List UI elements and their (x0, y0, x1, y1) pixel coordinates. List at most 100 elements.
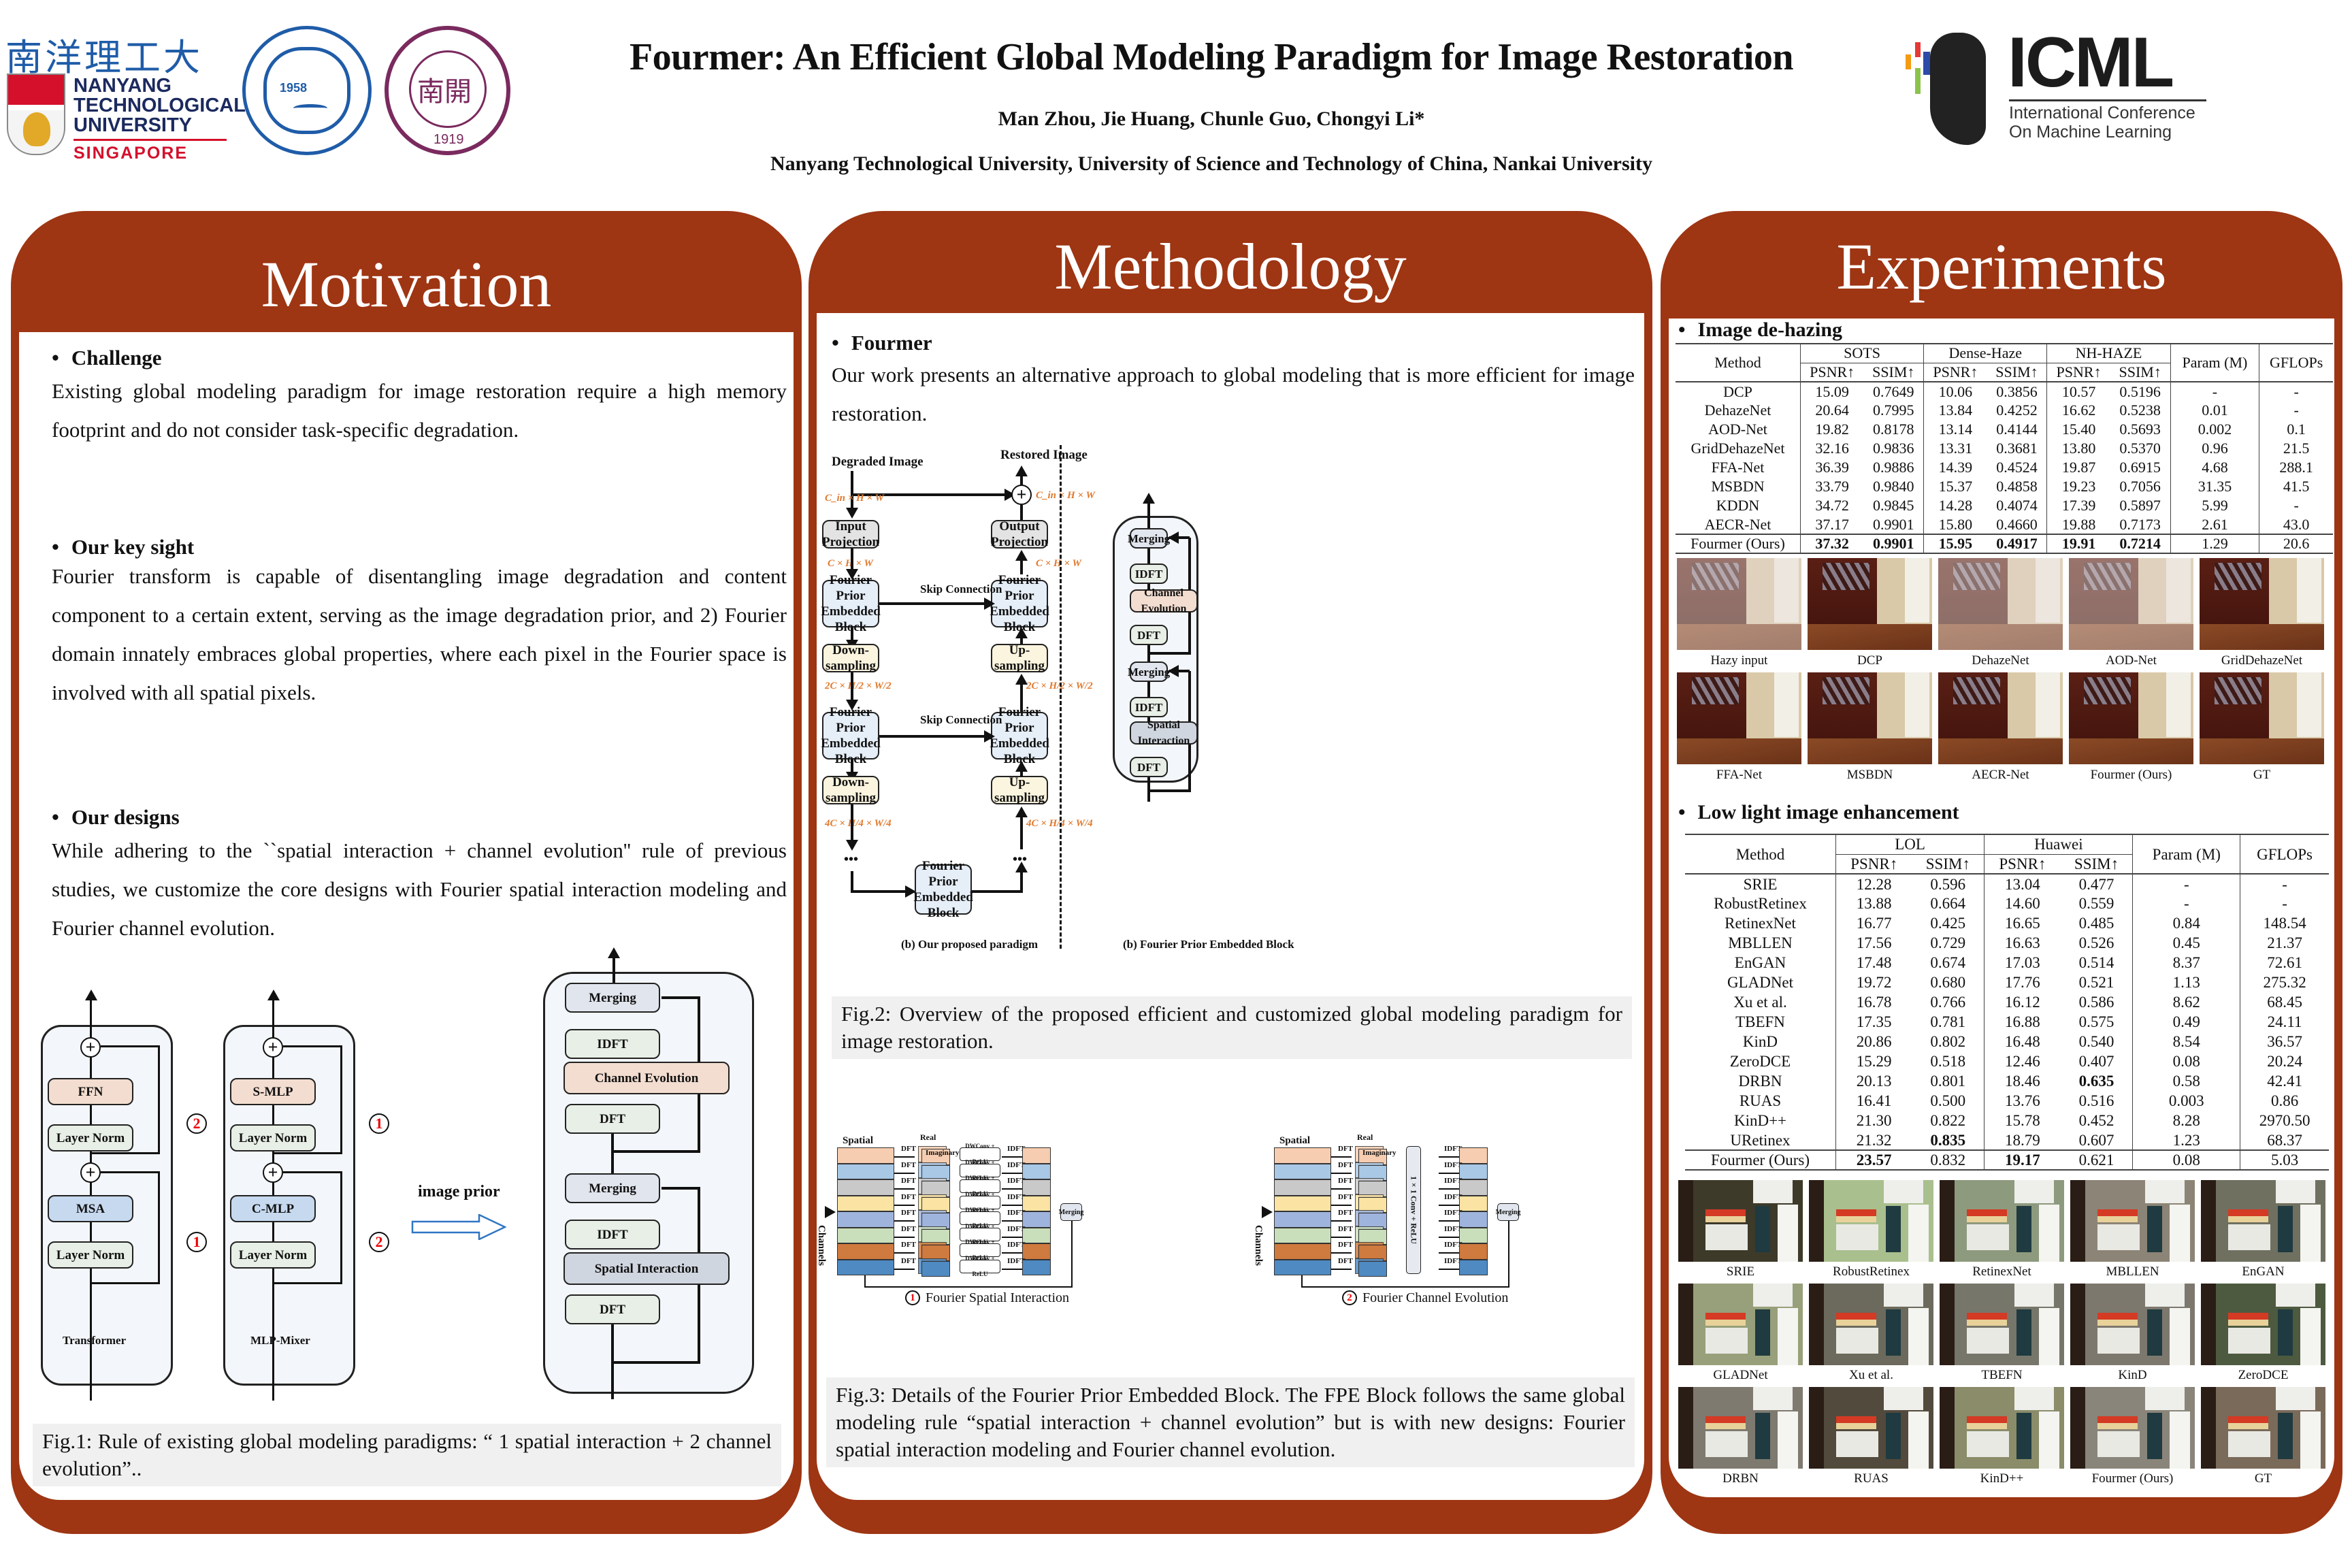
value-cell: 8.62 (2132, 992, 2240, 1012)
value-cell: 5.03 (2240, 1150, 2329, 1170)
arrow-left-icon (1168, 665, 1179, 677)
channel-evolution-block: Channel Evolution (1130, 587, 1198, 615)
column-header: SSIM↑ (1925, 855, 1970, 872)
column-header: SSIM↑ (1872, 363, 1915, 380)
output-strip (1459, 1211, 1488, 1228)
image-label: AECR-Net (1972, 768, 2029, 782)
arrow-right-icon (1331, 1188, 1352, 1190)
value-cell: 19.91 (2046, 534, 2110, 553)
image-label: Xu et al. (1849, 1368, 1893, 1382)
motivation-body: •Challenge Existing global modeling para… (19, 332, 794, 1500)
image-label: GT (2253, 768, 2271, 782)
value-cell: 21.5 (2259, 439, 2333, 458)
value-cell: 16.78 (1835, 992, 1912, 1012)
spatial-label: Spatial (1279, 1135, 1311, 1146)
arrow-right-icon (1331, 1268, 1352, 1270)
output-strip (1459, 1195, 1488, 1211)
value-cell: 10.57 (2046, 382, 2110, 401)
method-cell: MBLLEN (1728, 934, 1793, 951)
image-label: Fourmer (Ours) (2090, 768, 2172, 782)
layernorm-block: Layer Norm (230, 1241, 316, 1269)
fourmer-text: Our work presents an alternative approac… (832, 363, 1635, 425)
spatial-interaction-block: Spatial Interaction (564, 1252, 730, 1285)
idft-label: IDFT (1444, 1192, 1463, 1201)
restored-image-label: Restored Image (1000, 448, 1088, 462)
value-cell: 16.88 (1984, 1012, 2061, 1032)
step-number-badge: 2 (369, 1232, 389, 1252)
value-cell: 0.08 (2132, 1051, 2240, 1071)
image-label: MSBDN (1846, 768, 1893, 782)
value-cell: 5.99 (2170, 496, 2259, 515)
divider (1060, 445, 1062, 949)
value-cell: 1.23 (2132, 1130, 2240, 1150)
image-label: Fourmer (Ours) (2091, 1471, 2174, 1486)
value-cell: 0.01 (2170, 401, 2259, 420)
value-cell: 0.58 (2132, 1071, 2240, 1091)
image-label: GLADNet (1713, 1368, 1768, 1382)
s-mlp-block: S-MLP (230, 1078, 316, 1105)
channels-label: Channels (816, 1225, 827, 1267)
result-image (1940, 1387, 2064, 1469)
value-cell: 0.514 (2078, 954, 2114, 971)
column-header: Method (1714, 354, 1761, 371)
arrow-right-icon (1439, 1204, 1459, 1206)
value-cell: 8.54 (2132, 1032, 2240, 1051)
image-label: DCP (1857, 653, 1882, 668)
icml-name: ICML (2008, 23, 2174, 102)
value-cell: 21.37 (2240, 933, 2329, 953)
value-cell: 0.4252 (1996, 402, 2038, 419)
column-header: PSNR↑ (1984, 854, 2061, 874)
nankai-center: 南開 (417, 76, 472, 108)
value-cell: 18.79 (1984, 1130, 2061, 1150)
output-strip (1022, 1259, 1051, 1275)
value-cell: 0.680 (1930, 974, 1966, 991)
output-projection-block: Output Projection (990, 519, 1049, 549)
value-cell: 0.485 (2078, 915, 2114, 932)
ntu-logo: 南洋理工大學 NANYANG TECHNOLOGICAL UNIVERSITY … (5, 27, 246, 163)
method-cell: KinD++ (1733, 1112, 1787, 1129)
result-image (2200, 672, 2324, 764)
idft-label: IDFT (1444, 1209, 1463, 1217)
dft-label: DFT (901, 1192, 916, 1201)
column-header: PSNR↑ (1799, 363, 1864, 382)
key-sight-heading: •Our key sight (52, 535, 195, 559)
result-image (2070, 1387, 2195, 1469)
group-header: NH-HAZE (2046, 344, 2171, 363)
arrow-up-icon (1015, 674, 1028, 685)
result-image (2070, 1180, 2195, 1262)
arrow-right-icon (984, 730, 995, 742)
value-cell: 19.72 (1835, 973, 1912, 992)
skip-connection-label: Skip Connection (920, 583, 1002, 595)
image-label: DRBN (1722, 1471, 1759, 1486)
fourmer-heading: •Fourmer (832, 331, 932, 355)
value-cell: 17.35 (1835, 1012, 1912, 1032)
channel-strip (837, 1259, 894, 1275)
value-cell: 0.9886 (1873, 459, 1914, 476)
value-cell: 1.29 (2170, 534, 2259, 553)
lowlight-table: Method LOL Huawei Param (M) GFLOPs PSNR↑… (1685, 834, 2329, 1171)
value-cell: 288.1 (2259, 458, 2333, 477)
channel-strip (837, 1195, 894, 1211)
mlp-mixer-label: MLP-Mixer (250, 1334, 310, 1347)
value-cell: 32.16 (1799, 439, 1864, 458)
value-cell: 0.635 (2078, 1073, 2114, 1090)
value-cell: 0.822 (1930, 1112, 1966, 1129)
column-header: GFLOPs (2240, 834, 2329, 874)
image-label: FFA-Net (1716, 768, 1763, 782)
method-cell: SRIE (1743, 875, 1778, 893)
challenge-heading: •Challenge (52, 346, 162, 370)
arrow-right-icon (894, 1172, 915, 1174)
value-cell: 15.95 (1923, 534, 1987, 553)
dft-label: DFT (901, 1241, 916, 1249)
degraded-image-label: Degraded Image (832, 455, 924, 469)
method-cell: AECR-Net (1704, 515, 1771, 533)
channel-strip (1274, 1227, 1331, 1243)
value-cell: 16.62 (2046, 401, 2110, 420)
